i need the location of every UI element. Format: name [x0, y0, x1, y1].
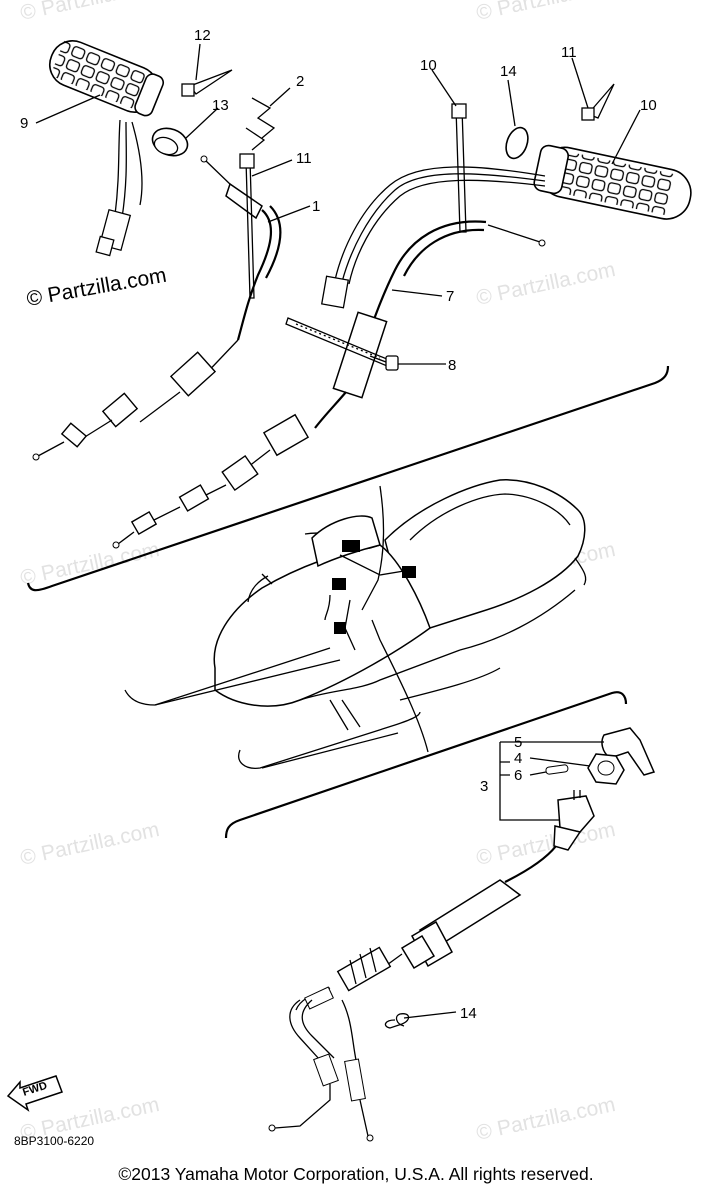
- watermark: © Partzilla.com: [474, 1093, 617, 1145]
- pin-11-right: [581, 83, 615, 121]
- watermark: © Partzilla.com: [18, 818, 161, 870]
- part-label: 11: [561, 44, 577, 61]
- clip-2: [245, 97, 276, 151]
- snowmobile-illustration: [124, 479, 587, 769]
- right-grip: [533, 144, 692, 220]
- part-label: 3: [480, 778, 488, 795]
- part-label: 12: [194, 27, 211, 44]
- part-label: 14: [500, 63, 517, 80]
- part-label: 1: [312, 198, 320, 215]
- clip-14: [384, 1013, 410, 1029]
- part-label: 2: [296, 73, 304, 90]
- throttle-cable-1: [32, 155, 282, 461]
- part-label-14: 14: [460, 1005, 477, 1022]
- section-divider-lower: [224, 691, 628, 839]
- part-label: 10: [420, 57, 437, 74]
- switch-assembly: [268, 727, 656, 1142]
- pointer-line-upper: [361, 485, 385, 611]
- fwd-arrow: FWD: [6, 1075, 63, 1112]
- part-label: 11: [296, 150, 312, 167]
- part-label: 13: [212, 97, 229, 114]
- watermark: © Partzilla.com: [18, 538, 161, 590]
- part-label: 9: [20, 115, 28, 132]
- band-10-left: [239, 153, 255, 299]
- pin-11-left: [181, 69, 233, 97]
- watermark-prominent: © Partzilla.com: [25, 264, 168, 311]
- watermark: © Partzilla.com: [474, 258, 617, 310]
- part-label: 10: [640, 97, 657, 114]
- part-label: 4: [514, 750, 522, 767]
- section-divider-upper: [26, 365, 670, 592]
- leader-lines: [35, 43, 641, 1019]
- pointer-line-lower: [371, 619, 429, 753]
- watermark: © Partzilla.com: [474, 818, 617, 870]
- part-label: 6: [514, 767, 522, 784]
- part-label: 5: [514, 734, 522, 751]
- watermark: © Partzilla.com: [474, 0, 617, 25]
- ring-12: [151, 127, 189, 157]
- part-label: 7: [446, 288, 454, 305]
- band-10-right: [451, 103, 467, 233]
- part-label: 8: [448, 357, 456, 374]
- copyright-notice: ©2013 Yamaha Motor Corporation, U.S.A. A…: [118, 1164, 594, 1184]
- screw-8: [369, 355, 399, 371]
- watermark: © Partzilla.com: [18, 0, 161, 25]
- diagram-code: 8BP3100-6220: [14, 1134, 94, 1148]
- part-labels: 12 2 9 13 11 1 10 14 11 10 7 8 5 4 6 3 1…: [20, 27, 657, 795]
- ring-13: [505, 126, 529, 160]
- right-wires: [320, 166, 546, 309]
- bracket-3: [499, 741, 560, 821]
- left-grip: [49, 40, 165, 257]
